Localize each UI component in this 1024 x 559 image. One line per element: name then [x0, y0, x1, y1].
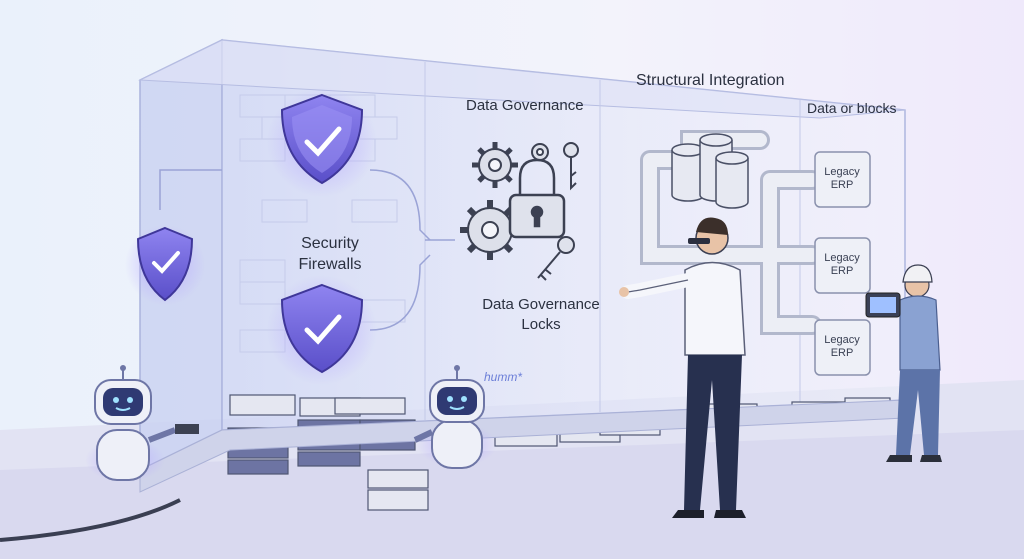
label-line: ERP	[830, 265, 854, 277]
hard-hat-icon	[902, 264, 933, 283]
presenter-figure	[619, 217, 746, 518]
data-or-blocks-label: Data or blocks	[807, 100, 897, 116]
legacy-erp-label: Legacy ERP	[818, 252, 866, 278]
label-line: ERP	[830, 179, 854, 191]
database-icon	[671, 133, 749, 209]
robot-icon	[85, 365, 199, 482]
label-line: Legacy	[824, 166, 860, 178]
label-line: ERP	[830, 347, 854, 359]
worker-figure	[865, 264, 942, 462]
shield-check-icon	[267, 87, 377, 197]
label-line: Firewalls	[298, 256, 362, 273]
humm-annotation: humm*	[484, 370, 523, 384]
label-line: Legacy	[824, 252, 860, 264]
gear-icon	[531, 143, 549, 161]
label-line: Security	[301, 235, 359, 252]
label-line: Data Governance	[482, 296, 600, 313]
shield-check-icon	[125, 225, 205, 305]
structural-integration-label: Structural Integration	[636, 72, 785, 89]
gear-icon	[472, 142, 518, 188]
legacy-erp-label: Legacy ERP	[818, 334, 866, 360]
legacy-erp-label: Legacy ERP	[818, 166, 866, 192]
data-governance-locks-label: Data Governance Locks	[482, 295, 600, 335]
key-icon	[563, 142, 579, 191]
padlock-icon	[508, 158, 566, 239]
gear-icon	[460, 200, 520, 260]
security-firewalls-label: Security Firewalls	[298, 233, 361, 275]
key-icon	[537, 236, 575, 281]
label-line: Locks	[521, 316, 561, 333]
shield-check-icon	[267, 275, 377, 385]
label-line: Legacy	[824, 334, 860, 346]
pipe-icon	[640, 130, 822, 335]
robot-icon	[413, 365, 497, 469]
data-governance-label: Data Governance	[466, 97, 584, 114]
